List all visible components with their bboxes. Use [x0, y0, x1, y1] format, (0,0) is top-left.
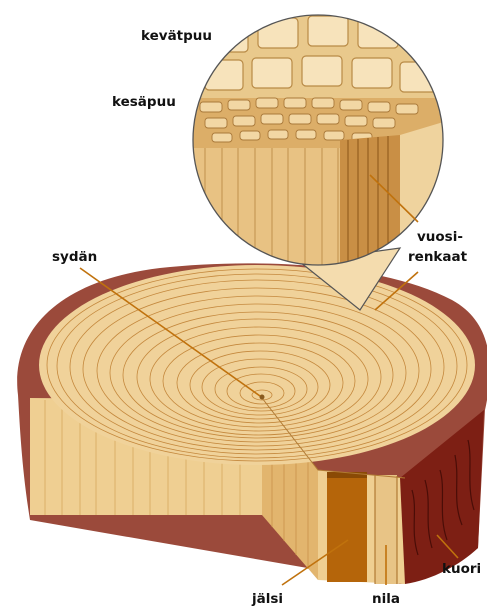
cambium-strip	[327, 472, 367, 582]
label-kevatpuu: kevätpuu	[141, 28, 212, 44]
label-nila: nila	[372, 591, 400, 607]
label-kuori: kuori	[442, 561, 481, 577]
label-vuosirenkaat-line2: renkaat	[408, 249, 468, 265]
label-sydan: sydän	[52, 249, 97, 265]
label-kesapuu: kesäpuu	[112, 94, 176, 110]
trunk	[17, 263, 487, 584]
label-jalsi: jälsi	[251, 591, 283, 607]
label-vuosirenkaat-line1: vuosi-	[417, 229, 463, 245]
